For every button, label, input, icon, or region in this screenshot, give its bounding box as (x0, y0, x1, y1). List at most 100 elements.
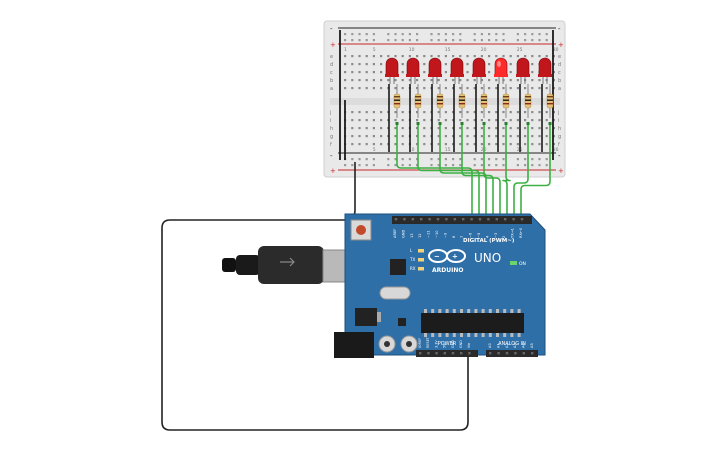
wire-endpoint (416, 122, 420, 125)
col-number: 30 (553, 147, 559, 153)
led[interactable] (428, 57, 442, 84)
status-leds: L TX RX (409, 248, 424, 271)
signal-wire (520, 124, 551, 220)
led[interactable] (406, 57, 420, 84)
usb-controller-chip (390, 259, 406, 275)
wire-endpoint (460, 122, 464, 125)
row-letter: d (330, 62, 333, 68)
digital-pin-label: ~11 (427, 230, 431, 238)
resistor[interactable] (393, 84, 401, 118)
status-led-label: L (410, 248, 413, 253)
row-letter: f (558, 142, 560, 148)
digital-header-label: DIGITAL (PWM~) (463, 238, 515, 244)
wire-endpoint (438, 122, 442, 125)
rail-minus-label-bl: - (330, 152, 333, 160)
col-number: 5 (373, 47, 376, 53)
digital-pin-label: ~6 (469, 232, 473, 238)
status-led-label: RX (410, 266, 416, 271)
digital-pin-label: ~9 (443, 232, 447, 238)
row-letter: e (558, 54, 561, 60)
row-letter: a (558, 86, 561, 92)
row-letter: j (557, 110, 559, 116)
board-brand: ARDUINO (432, 267, 463, 274)
led[interactable] (385, 57, 399, 84)
row-letter: b (330, 78, 333, 84)
rail-plus-label-bl: + (330, 167, 336, 175)
resistor-array (393, 84, 554, 118)
usb-strain-relief (236, 255, 260, 275)
power-pin-label: Vin (467, 343, 471, 348)
voltage-regulator (355, 308, 377, 326)
svg-text:−: − (434, 253, 440, 261)
status-led (418, 258, 424, 262)
atmega-chip (421, 313, 524, 333)
analog-header-label: ANALOG IN (498, 341, 526, 347)
col-number: 25 (517, 47, 523, 53)
wire-endpoint (395, 122, 399, 125)
small-chip (398, 318, 406, 326)
resistor[interactable] (480, 84, 488, 118)
digital-pin-label: ~5 (477, 233, 481, 238)
digital-pin-label: AREF (393, 229, 397, 238)
rail-minus-label-tr: - (558, 25, 561, 33)
dc-barrel-jack (334, 332, 374, 358)
resistor[interactable] (414, 84, 422, 118)
row-letter: a (330, 86, 333, 92)
resistor[interactable] (546, 84, 554, 118)
svg-text:+: + (452, 253, 458, 261)
digital-pin-label: 4 (485, 235, 489, 238)
digital-pin-label: RX←0 (519, 227, 523, 238)
resistor[interactable] (436, 84, 444, 118)
reset-button-cap (356, 225, 366, 235)
signal-wires[interactable] (395, 122, 552, 220)
led[interactable] (494, 57, 508, 84)
power-pin-label: 5V (443, 343, 447, 348)
col-number: 30 (553, 47, 559, 53)
rail-minus-label-br: - (558, 152, 561, 160)
resistor[interactable] (458, 84, 466, 118)
arduino-logo: − + (428, 249, 466, 263)
led[interactable] (538, 57, 552, 84)
digital-pin-label: 7 (460, 236, 464, 238)
row-letter: j (329, 110, 331, 116)
digital-pin-label: TX→1 (511, 228, 515, 239)
resistor[interactable] (502, 84, 510, 118)
rail-plus-label-tl: + (330, 41, 336, 49)
rail-plus-label-br: + (558, 167, 564, 175)
analog-pin-label: A1 (496, 343, 500, 348)
power-pin-label: IOREF (418, 338, 422, 348)
col-number: 1 (344, 47, 347, 53)
row-letter: c (558, 70, 561, 76)
row-letter: g (330, 134, 333, 140)
row-letter: d (558, 62, 561, 68)
power-header-label: POWER (438, 341, 457, 347)
analog-pin-label: A5 (530, 343, 534, 348)
on-led (510, 261, 517, 265)
row-letter: g (558, 134, 561, 140)
usb-cable-end (222, 258, 236, 272)
col-number: 15 (445, 147, 451, 153)
regulator-tab (377, 312, 381, 322)
analog-pin-label: A0 (488, 343, 492, 348)
led[interactable] (450, 57, 464, 84)
row-letter: i (330, 118, 331, 124)
analog-pin-label: A4 (522, 343, 526, 348)
row-letter: e (330, 54, 333, 60)
digital-pin-label: GND (401, 230, 405, 238)
led[interactable] (472, 57, 486, 84)
resistor[interactable] (524, 84, 532, 118)
signal-wire (502, 124, 511, 220)
status-led (418, 267, 424, 271)
breadboard-holes (344, 33, 555, 167)
row-letter: h (558, 126, 561, 132)
status-led-label: TX (409, 257, 415, 262)
led[interactable] (516, 57, 530, 84)
rail-minus-label-tl: - (330, 25, 333, 33)
center-channel (330, 98, 560, 105)
on-led-label: ON (519, 261, 526, 267)
digital-pin-label: 12 (418, 233, 422, 238)
